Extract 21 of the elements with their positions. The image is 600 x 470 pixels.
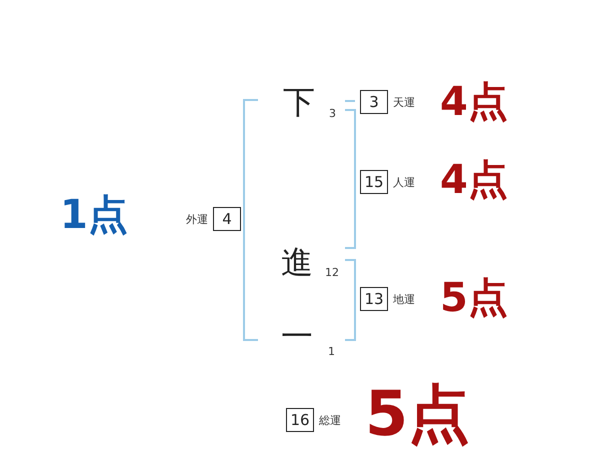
fortune-label: 総運 (319, 412, 341, 428)
fortune-label: 外運 (186, 212, 208, 226)
stroke-count: 1 (328, 346, 335, 357)
fortune-label: 天運 (393, 94, 415, 110)
score-text: 4点 (440, 160, 508, 200)
score-text: 4点 (440, 82, 508, 122)
number-box: 3 (360, 90, 388, 114)
number-box: 15 (360, 170, 388, 194)
fortune-label: 地運 (393, 292, 415, 306)
name-character: 下 (283, 86, 315, 118)
number-box: 4 (213, 207, 241, 231)
fortune-label: 人運 (393, 174, 415, 190)
stroke-count: 12 (325, 267, 339, 278)
stroke-count: 3 (329, 108, 336, 119)
score-text: 5点 (440, 278, 508, 318)
name-character: 進 (281, 246, 313, 278)
score-text: 1点 (60, 195, 128, 235)
number-box: 13 (360, 287, 388, 311)
score-text: 5点 (365, 383, 470, 445)
number-box: 16 (286, 408, 314, 432)
name-character: 一 (281, 320, 313, 352)
